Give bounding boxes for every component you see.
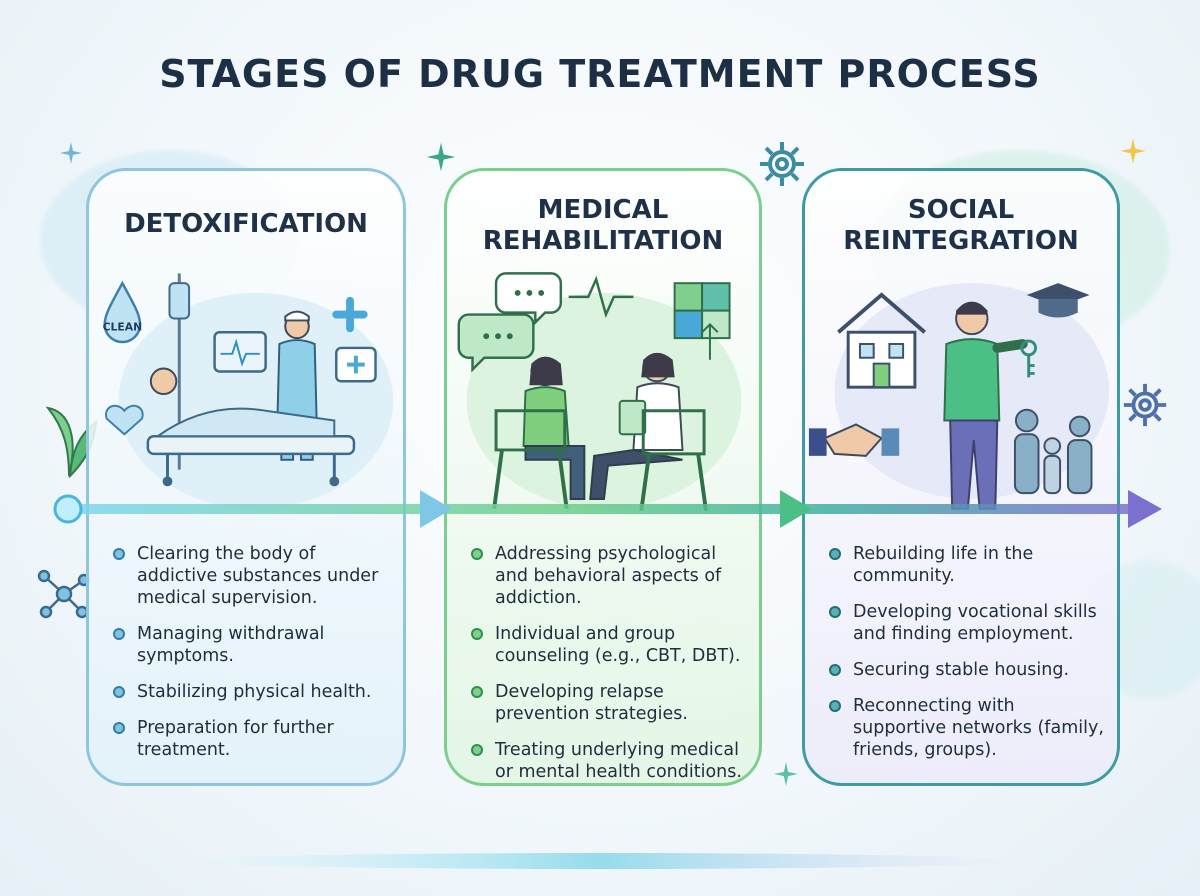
list-item: Reconnecting with supportive networks (f… [825, 695, 1105, 761]
floor-glow [180, 853, 1020, 869]
detox-illustration: CLEAN [103, 273, 394, 509]
molecule-icon [37, 569, 91, 619]
page-title: STAGES OF DRUG TREATMENT PROCESS [159, 52, 1041, 96]
rehab-illustration [457, 272, 742, 512]
heart-icon [105, 404, 144, 436]
process-flow-arrow [53, 490, 1162, 528]
key-icon [1020, 339, 1038, 378]
list-item: Rebuilding life in the community. [825, 543, 1105, 587]
stage-title: MEDICAL REHABILITATION [482, 195, 724, 256]
graduation-cap-icon [1026, 283, 1090, 318]
list-item: Managing withdrawal symptoms. [109, 623, 391, 667]
patient-figure [492, 356, 586, 510]
clean-badge: CLEAN [103, 320, 143, 333]
list-item: Addressing psychological and behavioral … [467, 543, 747, 609]
list-item: Developing vocational skills and finding… [825, 601, 1105, 645]
patient-bed [146, 367, 356, 487]
sparkle-icon [774, 762, 798, 786]
monitor-icon [213, 330, 267, 373]
flow-start-node [53, 494, 83, 524]
list-item: Developing relapse prevention strategies… [467, 681, 747, 725]
chat-bubble-icon [457, 272, 563, 373]
gear-icon [1123, 383, 1167, 427]
list-item: Clearing the body of addictive substance… [109, 543, 391, 609]
stage-card-detoxification: DETOXIFICATION CLEAN [86, 168, 406, 786]
arrow-head [1128, 490, 1162, 528]
stage-bullets: Rebuilding life in the community. Develo… [825, 543, 1105, 775]
arrow-head [420, 490, 452, 528]
stage-title: SOCIAL REINTEGRATION [843, 195, 1079, 256]
social-illustration [808, 283, 1110, 510]
puzzle-icon [673, 282, 731, 340]
person-figure [943, 301, 1028, 510]
list-item: Securing stable housing. [825, 659, 1105, 681]
therapist-figure [589, 352, 708, 512]
stage-title: DETOXIFICATION [124, 209, 368, 239]
list-item: Stabilizing physical health. [109, 681, 391, 703]
sparkle-icon [426, 142, 456, 172]
list-item: Individual and group counseling (e.g., C… [467, 623, 747, 667]
stage-card-medical-rehabilitation: MEDICAL REHABILITATION [444, 168, 762, 786]
stage-bullets: Clearing the body of addictive substance… [109, 543, 391, 775]
list-item: Preparation for further treatment. [109, 717, 391, 761]
stage-card-social-reintegration: SOCIAL REINTEGRATION [802, 168, 1120, 786]
sparkle-icon [1120, 138, 1146, 164]
handshake-icon [808, 423, 900, 457]
family-icon [1013, 408, 1093, 495]
medical-kit-icon [332, 296, 377, 383]
arrow-head [780, 490, 812, 528]
list-item: Treating underlying medical or mental he… [467, 739, 747, 783]
stage-bullets: Addressing psychological and behavioral … [467, 543, 747, 797]
house-icon [837, 292, 926, 389]
sparkle-icon [60, 142, 82, 164]
gear-icon [760, 142, 804, 186]
